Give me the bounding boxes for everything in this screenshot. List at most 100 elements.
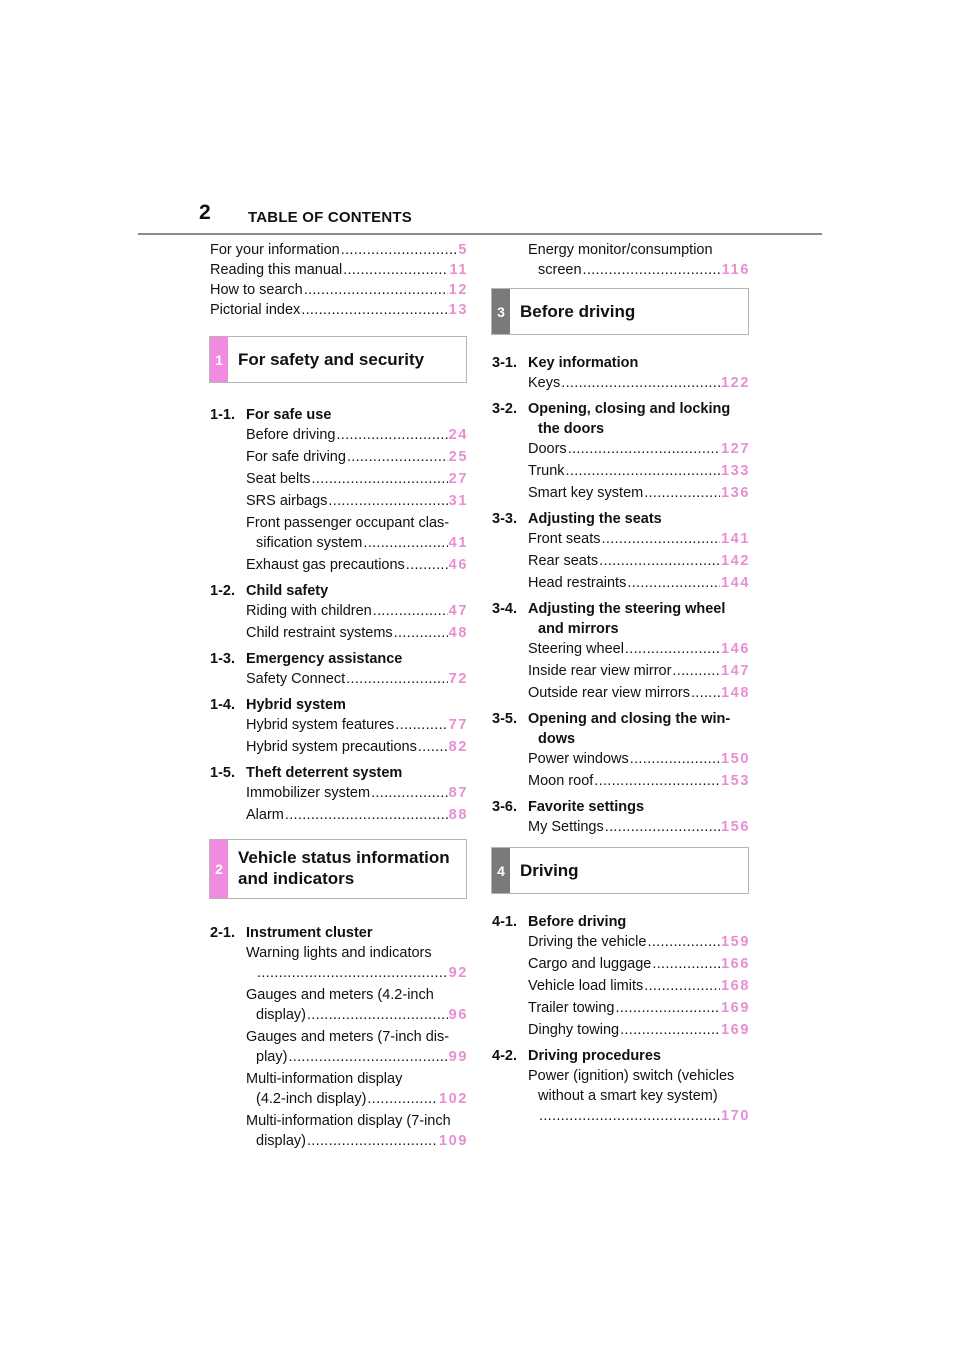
toc-entry[interactable]: 92 [210,963,468,983]
group-heading[interactable]: 4-1.Before driving [492,912,750,932]
page-link[interactable]: 168 [721,978,750,994]
toc-entry[interactable]: Driving the vehicle159 [492,932,750,952]
group-heading[interactable]: 3-4.Adjusting the steering wheel [492,599,750,619]
toc-entry[interactable]: Inside rear view mirror147 [492,661,750,681]
toc-entry[interactable]: For safe driving25 [210,447,468,467]
group-heading[interactable]: 2-1.Instrument cluster [210,923,468,943]
page-link[interactable]: 47 [448,603,468,619]
section-header-3[interactable]: 3 Before driving [491,288,749,335]
toc-entry-line1[interactable]: Multi-information display [210,1069,468,1089]
page-link[interactable]: 96 [448,1007,468,1023]
toc-entry-line1[interactable]: Gauges and meters (4.2-inch [210,985,468,1005]
toc-entry[interactable]: SRS airbags31 [210,491,468,511]
toc-entry[interactable]: Doors127 [492,439,750,459]
toc-entry-line1[interactable]: Energy monitor/consumption [492,240,750,260]
toc-entry[interactable]: Steering wheel146 [492,639,750,659]
toc-entry[interactable]: screen116 [492,260,750,280]
toc-entry[interactable]: Pictorial index13 [210,300,468,320]
toc-entry[interactable]: display)96 [210,1005,468,1025]
section-header-4[interactable]: 4 Driving [491,847,749,894]
group-heading[interactable]: 3-2.Opening, closing and locking [492,399,750,419]
page-link[interactable]: 169 [721,1000,750,1016]
toc-entry[interactable]: sification system41 [210,533,468,553]
toc-entry[interactable]: Trailer towing169 [492,998,750,1018]
toc-entry[interactable]: Hybrid system features77 [210,715,468,735]
page-link[interactable]: 24 [448,427,468,443]
page-link[interactable]: 72 [448,671,468,687]
toc-entry-line1[interactable]: Multi-information display (7-inch [210,1111,468,1131]
page-link[interactable]: 116 [721,262,750,278]
page-link[interactable]: 77 [448,717,468,733]
page-link[interactable]: 48 [448,625,468,641]
page-link[interactable]: 169 [721,1022,750,1038]
toc-entry[interactable]: Hybrid system precautions82 [210,737,468,757]
toc-entry[interactable]: Safety Connect72 [210,669,468,689]
toc-entry[interactable]: display)109 [210,1131,468,1151]
toc-entry[interactable]: Riding with children47 [210,601,468,621]
toc-entry[interactable]: Exhaust gas precautions46 [210,555,468,575]
page-link[interactable]: 13 [448,302,468,318]
group-heading[interactable]: 1-2.Child safety [210,581,468,601]
toc-entry-line2[interactable]: without a smart key system) [492,1086,750,1106]
toc-entry[interactable]: Head restraints144 [492,573,750,593]
toc-entry[interactable]: Before driving24 [210,425,468,445]
page-link[interactable]: 109 [439,1133,468,1149]
toc-entry[interactable]: play)99 [210,1047,468,1067]
page-link[interactable]: 87 [448,785,468,801]
toc-entry[interactable]: Front seats141 [492,529,750,549]
toc-entry-line1[interactable]: Front passenger occupant clas- [210,513,468,533]
page-link[interactable]: 82 [448,739,468,755]
page-link[interactable]: 148 [721,685,750,701]
page-link[interactable]: 156 [721,819,750,835]
group-heading[interactable]: 3-1.Key information [492,353,750,373]
page-link[interactable]: 142 [721,553,750,569]
group-heading[interactable]: 3-6.Favorite settings [492,797,750,817]
page-link[interactable]: 41 [448,535,468,551]
toc-entry[interactable]: Outside rear view mirrors148 [492,683,750,703]
page-link[interactable]: 144 [721,575,750,591]
toc-entry[interactable]: Seat belts27 [210,469,468,489]
toc-entry[interactable]: Rear seats142 [492,551,750,571]
group-heading[interactable]: 3-3.Adjusting the seats [492,509,750,529]
toc-entry[interactable]: How to search12 [210,280,468,300]
page-link[interactable]: 27 [448,471,468,487]
page-link[interactable]: 147 [721,663,750,679]
page-link[interactable]: 99 [448,1049,468,1065]
page-link[interactable]: 25 [448,449,468,465]
group-heading[interactable]: 4-2.Driving procedures [492,1046,750,1066]
toc-entry[interactable]: Alarm88 [210,805,468,825]
page-link[interactable]: 11 [449,262,468,278]
page-link[interactable]: 46 [448,557,468,573]
page-link[interactable]: 127 [721,441,750,457]
page-link[interactable]: 141 [721,531,750,547]
page-link[interactable]: 159 [721,934,750,950]
toc-entry[interactable]: Reading this manual11 [210,260,468,280]
page-link[interactable]: 12 [448,282,468,298]
group-heading[interactable]: 1-4.Hybrid system [210,695,468,715]
group-heading[interactable]: 1-3.Emergency assistance [210,649,468,669]
page-link[interactable]: 136 [721,485,750,501]
toc-entry-line1[interactable]: Power (ignition) switch (vehicles [492,1066,750,1086]
toc-entry[interactable]: Cargo and luggage166 [492,954,750,974]
toc-entry[interactable]: For your information5 [210,240,468,260]
section-header-1[interactable]: 1 For safety and security [209,336,467,383]
group-heading[interactable]: 1-5.Theft deterrent system [210,763,468,783]
toc-entry[interactable]: Child restraint systems48 [210,623,468,643]
page-link[interactable]: 122 [721,375,750,391]
page-link[interactable]: 146 [721,641,750,657]
page-link[interactable]: 102 [439,1091,468,1107]
toc-entry[interactable]: (4.2-inch display)102 [210,1089,468,1109]
toc-entry[interactable]: Vehicle load limits168 [492,976,750,996]
toc-entry[interactable]: Keys122 [492,373,750,393]
toc-entry[interactable]: My Settings156 [492,817,750,837]
toc-entry-line1[interactable]: Warning lights and indicators [210,943,468,963]
page-link[interactable]: 92 [448,965,468,981]
page-link[interactable]: 5 [458,242,468,258]
toc-entry[interactable]: 170 [492,1106,750,1126]
toc-entry[interactable]: Power windows150 [492,749,750,769]
toc-entry[interactable]: Trunk133 [492,461,750,481]
group-heading[interactable]: 1-1.For safe use [210,405,468,425]
toc-entry[interactable]: Moon roof153 [492,771,750,791]
toc-entry[interactable]: Smart key system136 [492,483,750,503]
